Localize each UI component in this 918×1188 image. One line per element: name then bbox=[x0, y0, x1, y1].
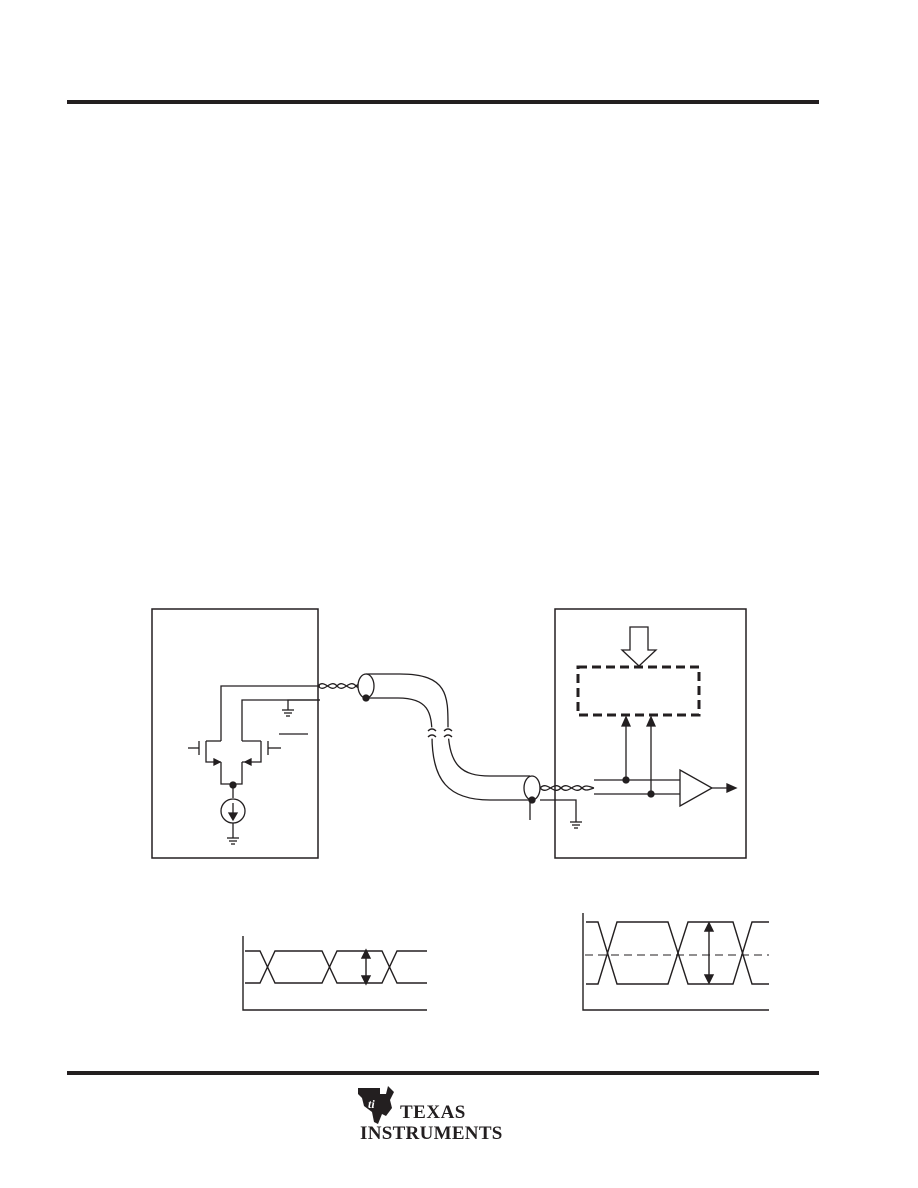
driver-output-wire-a bbox=[220, 685, 320, 741]
current-source-icon bbox=[220, 798, 246, 824]
driver-common-source-wire bbox=[220, 762, 243, 785]
cable bbox=[317, 673, 541, 820]
logo-line1: Texas bbox=[400, 1102, 466, 1123]
receiver-box bbox=[554, 608, 747, 859]
driver-ground-wire bbox=[287, 699, 320, 710]
left-axis bbox=[242, 936, 427, 1011]
driver-ground-symbol-icon bbox=[282, 709, 294, 717]
receiver-buffer-icon bbox=[679, 768, 714, 808]
cable-break-lines bbox=[427, 728, 453, 738]
source-ground-symbol-icon bbox=[227, 837, 239, 845]
waveform-left bbox=[242, 936, 427, 1011]
termination-block-dashed bbox=[576, 665, 701, 717]
receiver-ground-wire bbox=[540, 799, 577, 822]
cable-shield-top bbox=[366, 673, 530, 777]
receiver-ground-symbol-icon bbox=[570, 821, 582, 829]
texas-instruments-logo: ti Texas Instruments bbox=[358, 1086, 503, 1144]
driver-block bbox=[151, 608, 320, 859]
receiver-twisted-pair-icon bbox=[539, 785, 595, 791]
right-eye-trace-low bbox=[586, 921, 769, 985]
footer-rule bbox=[67, 1071, 819, 1075]
left-transistor-icon bbox=[188, 740, 222, 767]
left-eye-trace-low bbox=[245, 950, 427, 984]
waveform-right bbox=[582, 913, 769, 1011]
driver-box bbox=[151, 608, 319, 859]
driver-output-wire-b bbox=[241, 699, 320, 741]
ti-state-emblem-icon bbox=[358, 1086, 394, 1124]
logo-line2: Instruments bbox=[360, 1123, 503, 1144]
right-axis bbox=[582, 913, 769, 1011]
cable-break-marks bbox=[427, 727, 453, 739]
header-rule bbox=[67, 100, 819, 104]
common-node-dot bbox=[229, 781, 237, 789]
receiver-block bbox=[539, 608, 747, 859]
input-arrow-icon bbox=[620, 626, 658, 667]
right-transistor-icon bbox=[242, 740, 281, 767]
ti-emblem-mark: ti bbox=[368, 1097, 375, 1111]
